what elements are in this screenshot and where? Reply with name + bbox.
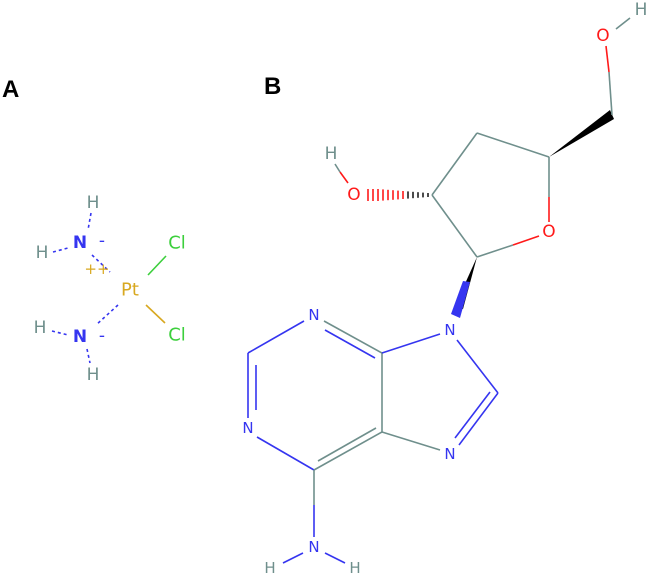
atom-h: H [87, 193, 100, 213]
atom-n: N [73, 327, 87, 347]
atom-h: H [36, 243, 49, 263]
atom-h: H [349, 559, 360, 575]
atom-o: O [542, 222, 555, 242]
bond [339, 171, 349, 184]
atom-pt: Pt [121, 280, 139, 301]
double-bond [317, 427, 377, 462]
bond-n-h [87, 212, 92, 231]
bond [476, 244, 514, 258]
bond-n-h [52, 247, 69, 253]
double-bond [454, 391, 491, 439]
bond [458, 392, 499, 446]
atom-h: H [325, 144, 338, 164]
atom-n: N [242, 419, 253, 437]
atom-cl: Cl [168, 325, 186, 346]
hash-bond [367, 189, 404, 201]
bond-pt-cl [147, 255, 167, 276]
bond [324, 552, 346, 564]
bond [247, 320, 305, 354]
bond-n-pt [95, 304, 119, 326]
atom-h: H [635, 0, 648, 20]
atom-o: O [347, 185, 360, 205]
bond [334, 163, 341, 173]
bond [605, 45, 610, 73]
atom-n: N [73, 233, 87, 253]
wedge-bond [451, 281, 470, 318]
bond [323, 320, 383, 354]
atom-n: N [308, 538, 319, 556]
atom-cl: Cl [168, 233, 186, 254]
atom-h: H [34, 318, 47, 338]
bond-n-h [86, 348, 91, 364]
bond [381, 333, 441, 354]
bond [456, 339, 499, 394]
bond [256, 436, 315, 471]
atom-n: N [444, 445, 455, 463]
bond [381, 431, 441, 451]
charge-plus: ++ [84, 260, 109, 278]
bond [431, 132, 478, 196]
cisplatin-structure: H N - H ++ Pt Cl Cl H N - H [34, 193, 186, 385]
bond [512, 235, 540, 246]
atom-n: N [308, 306, 319, 324]
atom-o: O [596, 26, 609, 46]
atom-h: H [264, 559, 275, 575]
charge-minus: - [99, 231, 105, 251]
bond [608, 71, 613, 116]
bond-n-h [51, 330, 69, 336]
atom-h: H [87, 365, 100, 385]
bond-pt-cl [145, 304, 166, 324]
wedge-bond [549, 110, 614, 157]
bond [615, 17, 631, 30]
panel-label-a: A [2, 76, 19, 103]
bond [313, 431, 383, 471]
bond [282, 552, 304, 564]
charge-minus: - [99, 326, 105, 346]
atom-n: N [444, 321, 455, 339]
nucleoside-structure [247, 17, 631, 564]
hash-bond [407, 191, 429, 199]
double-bond [324, 329, 376, 359]
bond [431, 194, 478, 258]
panel-label-b: B [264, 73, 281, 100]
bond [476, 132, 550, 158]
nucleoside-atoms: O H O H O N N N N N H H [242, 0, 647, 575]
bond-n-pt [91, 254, 111, 273]
